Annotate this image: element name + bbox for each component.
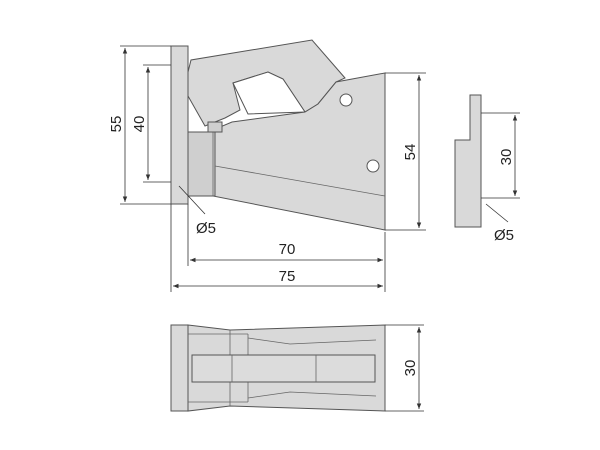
joint-pin	[207, 121, 223, 133]
dim-label-55: 55	[108, 116, 125, 133]
hole-callout-front: Ø5	[178, 185, 216, 237]
dim-label-70: 70	[279, 241, 296, 258]
hole-lower	[366, 159, 380, 173]
dim-label-54: 54	[402, 144, 419, 161]
dimension-75: 75	[170, 204, 386, 292]
dim-label-40: 40	[131, 116, 148, 133]
dim-label-30-side: 30	[498, 149, 515, 166]
dimension-30-side: 30	[481, 112, 520, 199]
dimension-54: 54	[385, 72, 426, 231]
dimension-30-bottom: 30	[385, 324, 424, 412]
hole-callout-side: Ø5	[485, 203, 514, 244]
dim-label-hole-front: Ø5	[196, 220, 216, 237]
clamp-body	[212, 72, 386, 231]
bottom-plate	[170, 324, 189, 412]
bottom-slot	[191, 354, 376, 383]
side-view	[454, 94, 482, 228]
dimension-40: 40	[131, 64, 171, 183]
dim-label-hole-side: Ø5	[494, 227, 514, 244]
bottom-view	[170, 324, 386, 412]
dim-label-75: 75	[279, 268, 296, 285]
front-view	[170, 39, 386, 231]
dim-label-30-bottom: 30	[402, 360, 419, 377]
hinge-block	[187, 131, 216, 197]
side-plate	[454, 94, 482, 228]
dimension-55: 55	[108, 45, 171, 205]
mounting-plate	[170, 45, 189, 205]
dimension-70: 70	[187, 204, 386, 266]
hole-upper	[339, 93, 353, 107]
